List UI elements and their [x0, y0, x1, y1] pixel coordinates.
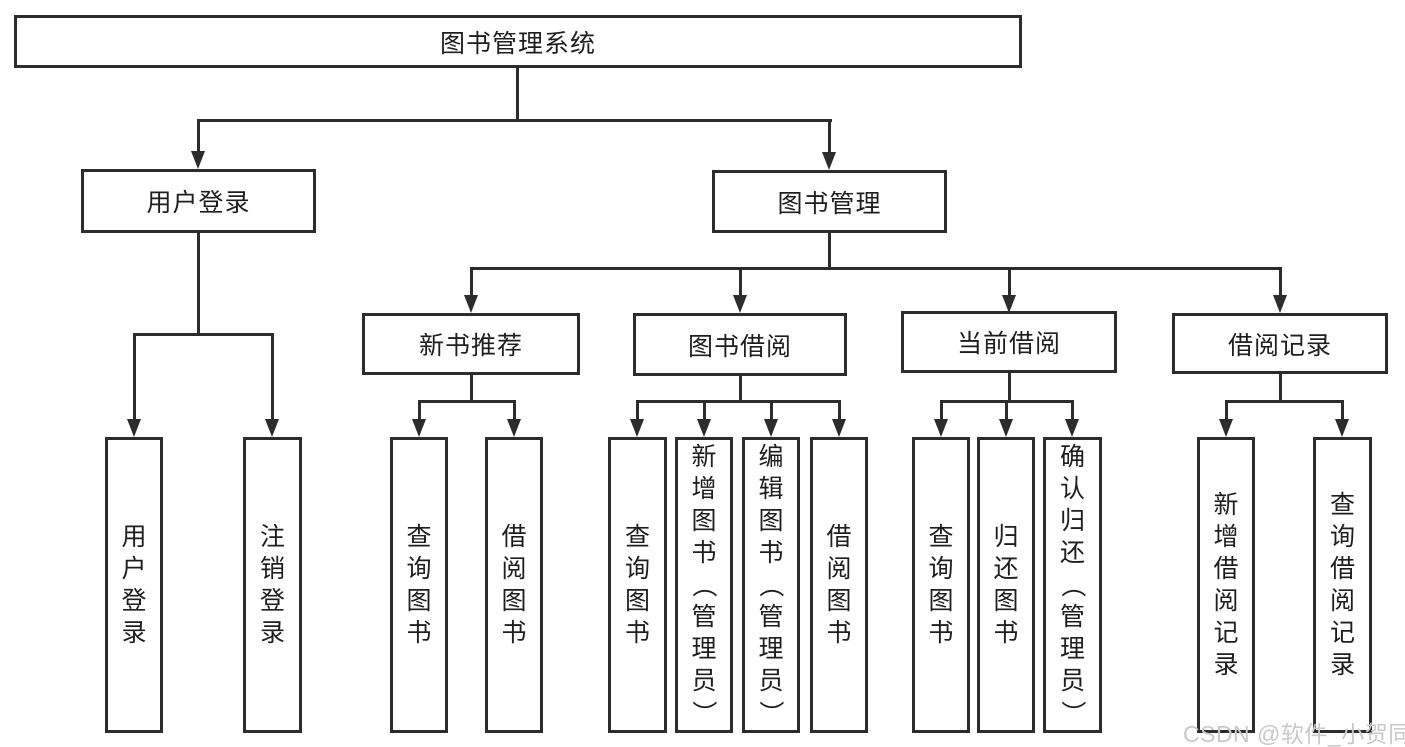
- arrow-down-icon: [999, 419, 1013, 437]
- connector-line: [636, 400, 639, 421]
- node-current-borrowing: 当前借阅: [901, 311, 1117, 373]
- node-user-login: 用户登录: [81, 169, 316, 233]
- arrow-down-icon: [191, 151, 205, 169]
- connector-line: [828, 119, 831, 154]
- leaf-newbook-borrow-books: 借阅图书: [485, 437, 543, 733]
- leaf-borrow-borrow-books: 借阅图书: [810, 437, 868, 733]
- leaf-borrow-add-books-admin: 新增图书（管理员）: [675, 437, 733, 733]
- arrow-down-icon: [127, 419, 141, 437]
- node-root-library-system: 图书管理系统: [14, 15, 1022, 68]
- connector-line: [418, 400, 421, 421]
- arrow-down-icon: [630, 419, 644, 437]
- connector-line: [470, 375, 473, 403]
- connector-line: [828, 233, 831, 270]
- connector-line: [1225, 400, 1228, 421]
- arrow-down-icon: [464, 295, 478, 313]
- arrow-down-icon: [265, 419, 279, 437]
- connector-line: [133, 333, 274, 336]
- connector-line: [1341, 400, 1344, 421]
- connector-line: [470, 267, 473, 297]
- connector-line: [838, 400, 841, 421]
- leaf-newbook-query-books: 查询图书: [390, 437, 448, 733]
- arrow-down-icon: [832, 419, 846, 437]
- connector-line: [1279, 267, 1282, 297]
- connector-line: [1071, 400, 1074, 421]
- arrow-down-icon: [733, 295, 747, 313]
- connector-line: [940, 400, 943, 421]
- node-new-book-recommend: 新书推荐: [362, 313, 580, 375]
- connector-line: [739, 376, 742, 402]
- leaf-borrow-edit-books-admin: 编辑图书（管理员）: [742, 437, 800, 733]
- connector-line: [1225, 400, 1344, 403]
- connector-line: [513, 400, 516, 421]
- connector-line: [1008, 373, 1011, 402]
- node-book-borrowing: 图书借阅: [633, 313, 847, 376]
- arrow-down-icon: [1273, 295, 1287, 313]
- leaf-current-query-books: 查询图书: [912, 437, 970, 733]
- leaf-borrow-query-books: 查询图书: [608, 437, 667, 733]
- leaf-current-confirm-return-admin: 确认归还（管理员）: [1043, 437, 1102, 733]
- leaf-logout: 注销登录: [243, 437, 302, 733]
- csdn-watermark: CSDN @软件_小贺同学: [1183, 721, 1405, 747]
- arrow-down-icon: [822, 152, 836, 170]
- connector-line: [1008, 267, 1011, 297]
- node-borrow-records: 借阅记录: [1172, 313, 1388, 374]
- connector-line: [197, 119, 832, 122]
- arrow-down-icon: [507, 419, 521, 437]
- connector-line: [739, 267, 742, 297]
- arrow-down-icon: [934, 419, 948, 437]
- connector-line: [470, 267, 1282, 270]
- leaf-records-query-record: 查询借阅记录: [1313, 437, 1372, 733]
- connector-line: [1005, 400, 1008, 421]
- leaf-user-login: 用户登录: [105, 437, 163, 733]
- connector-line: [197, 119, 200, 153]
- connector-line: [197, 233, 200, 336]
- arrow-down-icon: [1335, 419, 1349, 437]
- arrow-down-icon: [697, 419, 711, 437]
- connector-line: [770, 400, 773, 421]
- connector-line: [636, 400, 841, 403]
- leaf-records-add-record: 新增借阅记录: [1197, 437, 1255, 733]
- connector-line: [418, 400, 516, 403]
- arrow-down-icon: [412, 419, 426, 437]
- connector-line: [133, 333, 136, 421]
- connector-line: [516, 68, 519, 122]
- connector-line: [271, 333, 274, 421]
- node-book-management: 图书管理: [712, 170, 947, 233]
- connector-line: [1279, 374, 1282, 402]
- leaf-current-return-books: 归还图书: [977, 437, 1035, 733]
- connector-line: [703, 400, 706, 421]
- arrow-down-icon: [1002, 295, 1016, 313]
- arrow-down-icon: [764, 419, 778, 437]
- arrow-down-icon: [1065, 419, 1079, 437]
- arrow-down-icon: [1219, 419, 1233, 437]
